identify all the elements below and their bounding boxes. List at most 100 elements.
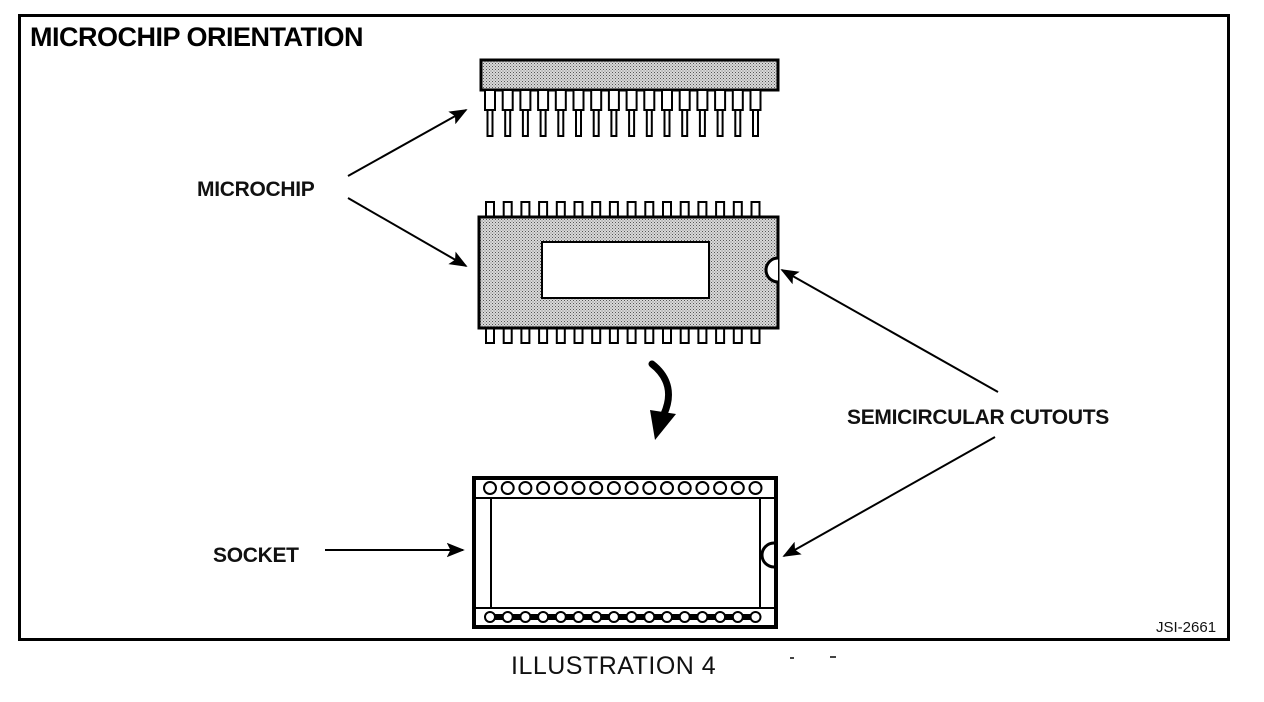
chip-pin (696, 89, 709, 111)
microchip-side-view (479, 58, 780, 137)
socket-hole (748, 481, 763, 495)
socket (472, 476, 778, 629)
socket-hole (749, 611, 762, 623)
socket-hole-divider (654, 614, 662, 620)
chip-pin-lead (486, 109, 494, 137)
chip-pin-lead (592, 109, 600, 137)
socket-hole-divider (707, 614, 716, 620)
chip-pin-lead (610, 109, 618, 137)
stray-marks (790, 656, 836, 659)
socket-hole (571, 481, 586, 495)
chip-pin (643, 89, 656, 111)
socket-hole-divider (601, 614, 609, 620)
arrow-cutout-socket (782, 436, 996, 557)
socket-frame (472, 476, 778, 629)
socket-hole (730, 481, 745, 495)
arrow-cutout-chip (780, 269, 999, 393)
chip-pin-lead (698, 109, 706, 137)
chip-pin (537, 89, 550, 111)
chip-pin-lead (663, 109, 671, 137)
socket-hole-divider (636, 614, 645, 620)
socket-hole-divider (512, 614, 521, 620)
chip-pin (501, 89, 514, 111)
socket-hole (589, 481, 604, 495)
socket-hole-divider (548, 614, 556, 620)
chip-semicircular-cutout (764, 256, 779, 284)
socket-holes-lower (484, 611, 762, 623)
socket-hole (661, 611, 673, 623)
chip-pin (590, 89, 603, 111)
socket-hole-divider (583, 614, 592, 620)
label-microchip: MICROCHIP (197, 178, 315, 201)
chip-pin-lead (504, 109, 512, 137)
chip-label-window (541, 241, 710, 299)
side-view-pins (484, 89, 762, 137)
pointer-arrows (325, 109, 999, 558)
socket-hole (537, 611, 550, 623)
insertion-arrow (648, 360, 676, 440)
socket-hole-divider (530, 614, 539, 620)
chip-pin (572, 89, 585, 111)
socket-hole (642, 481, 657, 495)
socket-hole (713, 481, 728, 495)
chip-pin-lead (628, 109, 636, 137)
chip-pin-lead (645, 109, 653, 137)
figure-frame (18, 14, 1230, 641)
chip-pin (554, 89, 567, 111)
chip-pin (484, 89, 496, 111)
socket-hole (519, 611, 532, 623)
socket-hole (554, 611, 567, 623)
figure-code: JSI-2661 (1156, 619, 1217, 636)
socket-hole (714, 611, 727, 623)
socket-hole-divider (672, 614, 680, 620)
socket-hole (553, 481, 568, 495)
chip-pin (607, 89, 620, 111)
socket-hole (500, 481, 515, 495)
chip-pin-lead (575, 109, 582, 137)
figure-caption: ILLUSTRATION 4 (511, 652, 717, 680)
chip-pin-lead (681, 109, 689, 137)
socket-hole (518, 481, 533, 495)
socket-hole (501, 611, 514, 623)
socket-hole-divider (618, 614, 627, 620)
socket-hole (606, 481, 621, 495)
socket-hole (643, 611, 656, 623)
chip-pin-lead (716, 109, 724, 137)
socket-hole-divider (742, 614, 751, 620)
chip-pin (625, 89, 638, 111)
socket-hole (660, 481, 674, 495)
chip-pin-lead (521, 109, 529, 137)
chip-pin (749, 89, 762, 111)
chip-pin (731, 89, 744, 111)
microchip-top-view (477, 201, 780, 344)
chip-pin (714, 89, 727, 111)
arrow-microchip-top (347, 197, 468, 267)
socket-hole (607, 611, 620, 623)
chip-pin (678, 89, 691, 111)
socket-hole-divider (565, 614, 574, 620)
socket-hole (731, 611, 744, 623)
chip-pin-lead (734, 109, 742, 137)
socket-hole-divider (495, 614, 503, 620)
chip-pin (661, 89, 673, 111)
chip-pin (519, 89, 532, 111)
socket-hole (536, 481, 551, 495)
socket-hole (590, 611, 603, 623)
socket-hole (677, 481, 692, 495)
socket-hole (696, 611, 709, 623)
socket-hole (678, 611, 691, 623)
socket-hole (572, 611, 585, 623)
socket-hole (484, 611, 496, 623)
socket-hole (624, 481, 639, 495)
label-semicircular-cutouts: SEMICIRCULAR CUTOUTS (847, 406, 1109, 429)
socket-holes-upper (483, 481, 763, 495)
chip-pin-lead (539, 109, 547, 137)
arrow-microchip-side (347, 109, 468, 177)
socket-semicircular-cutout (760, 541, 775, 569)
socket-hole (625, 611, 638, 623)
figure-title: MICROCHIP ORIENTATION (30, 22, 364, 52)
chip-pin-lead (557, 109, 565, 137)
socket-hole-divider (725, 614, 733, 620)
